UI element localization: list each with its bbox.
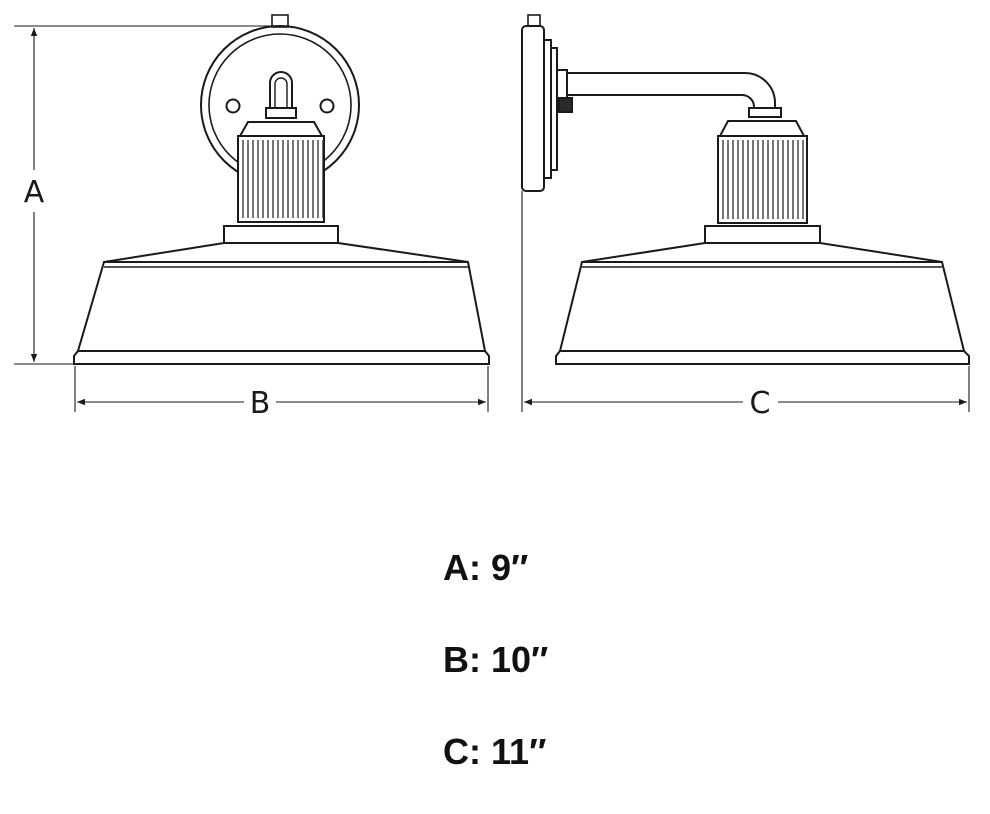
- front-view: [73, 14, 490, 365]
- spec-value: 9″: [491, 547, 529, 588]
- spec-row-c: C: 11″: [443, 722, 743, 814]
- side-shade-body: [558, 261, 966, 352]
- front-shade-body: [76, 261, 487, 352]
- projection-dimension-label: C: [750, 386, 771, 421]
- front-shade-neck: [223, 225, 339, 244]
- front-socket-collar: [265, 107, 297, 119]
- spec-row-b: B: 10″: [443, 630, 743, 722]
- side-wall-plate: [521, 25, 545, 192]
- front-ribbed-socket: [237, 135, 325, 223]
- dimension-spec-list: A: 9″ B: 10″ C: 11″: [443, 538, 743, 814]
- spec-row-a: A: 9″: [443, 538, 743, 630]
- side-socket-cap: [719, 120, 805, 137]
- side-view: [521, 14, 970, 365]
- front-shade-top: [103, 242, 469, 263]
- width-dimension-label: B: [250, 386, 271, 421]
- side-shade-rim: [555, 350, 970, 365]
- side-arm-mount: [556, 69, 568, 101]
- spec-value: 10″: [491, 639, 549, 680]
- side-shade-neck: [704, 225, 821, 244]
- front-arm: [269, 71, 293, 108]
- front-screw-hole-right: [319, 98, 335, 114]
- front-top-knob: [271, 14, 289, 28]
- lamp-dimension-drawing: A B C: [14, 14, 970, 421]
- side-top-knob: [527, 14, 541, 27]
- spec-label: B:: [443, 639, 481, 680]
- front-screw-hole-left: [225, 98, 241, 114]
- dimension-lines: [14, 25, 970, 412]
- front-socket-cap: [239, 121, 323, 137]
- front-shade-rim: [73, 350, 490, 365]
- height-dimension-label: A: [24, 175, 45, 210]
- side-arm: [567, 72, 776, 112]
- spec-label: A:: [443, 547, 481, 588]
- spec-value: 11″: [491, 731, 547, 772]
- side-shade-top: [581, 242, 943, 263]
- spec-label: C:: [443, 731, 481, 772]
